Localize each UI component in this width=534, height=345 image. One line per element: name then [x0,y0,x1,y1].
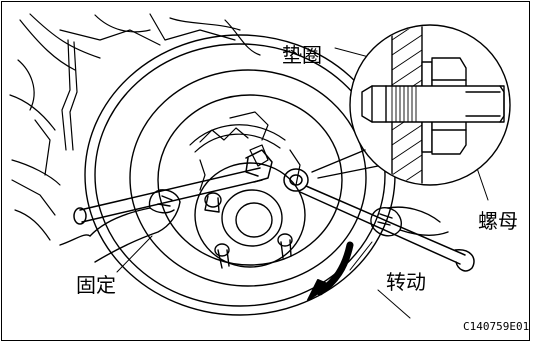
nut-label: 螺母 [478,209,518,233]
right-hand [370,206,449,237]
turn-label: 转动 [386,270,426,294]
suspension-background [9,13,261,241]
wheel-hub [194,162,306,269]
detail-magnifier [311,24,511,186]
figure-frame [1,1,530,341]
washer-label: 垫圈 [282,43,322,67]
rotation-arrow [307,241,354,301]
turning-wrench [283,168,475,272]
figure-code: C140759E01 [463,320,530,333]
hold-label: 固定 [76,273,116,297]
brake-internals [189,111,301,191]
brake-disc [84,34,396,316]
left-hand [59,189,181,263]
holding-wrench [73,149,273,225]
